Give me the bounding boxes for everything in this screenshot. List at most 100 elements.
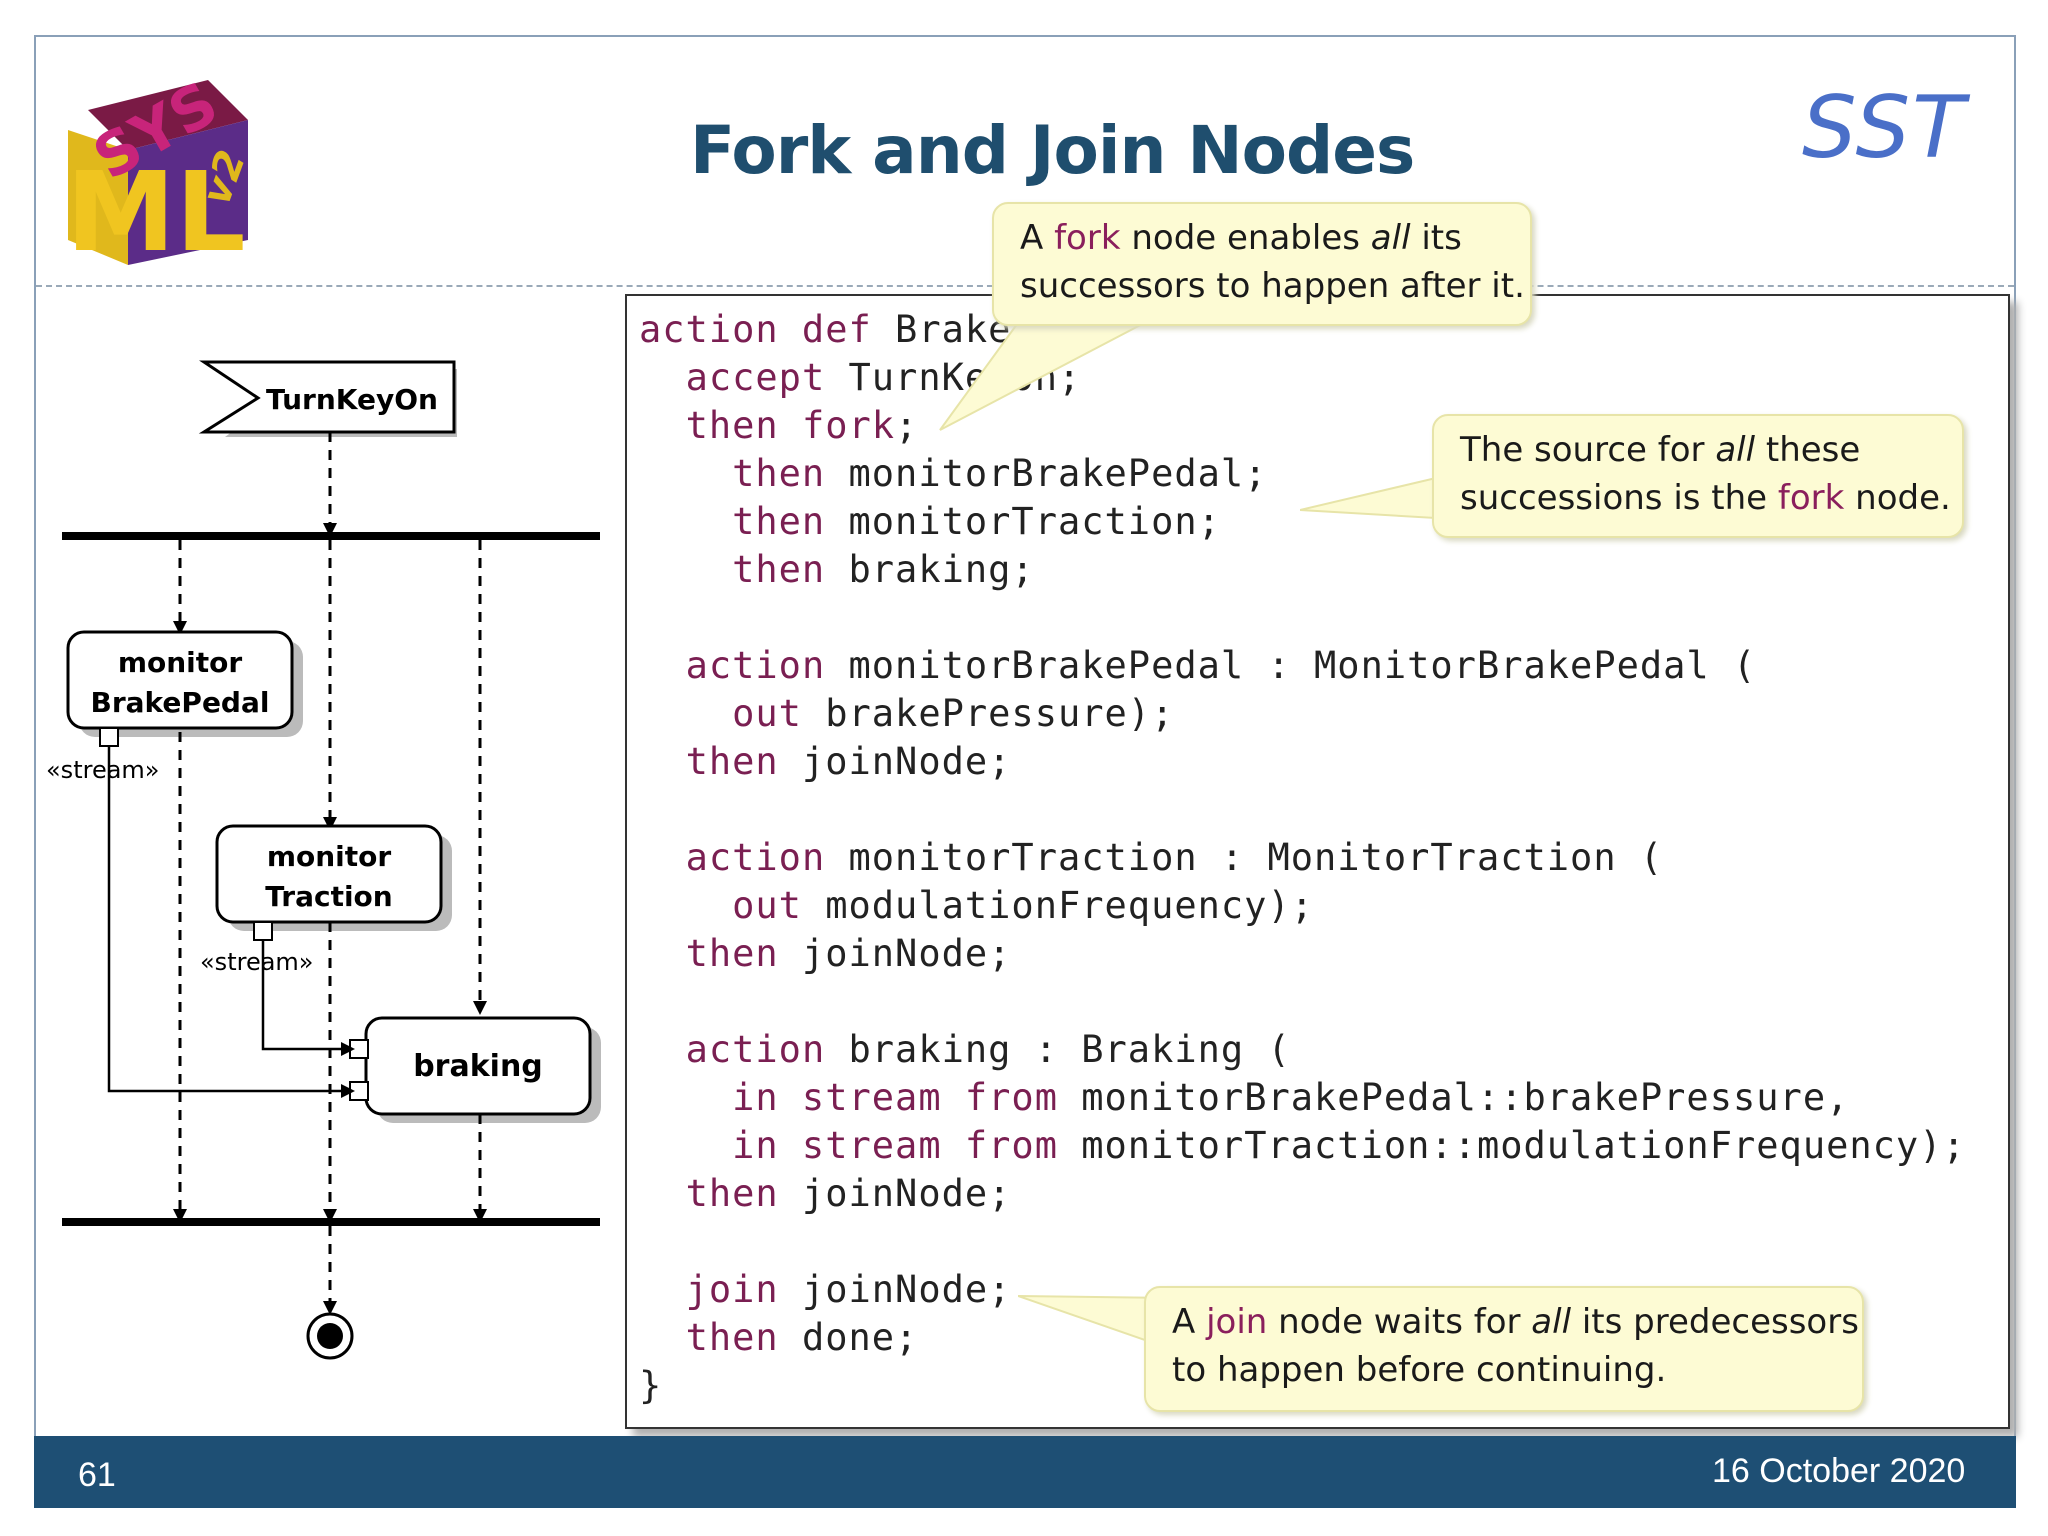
code-line: out modulationFrequency); bbox=[639, 884, 1314, 927]
action2-line1: monitor bbox=[267, 840, 392, 873]
code-line: action def Brake { bbox=[639, 308, 1058, 351]
code-token: joinNode; bbox=[778, 740, 1012, 783]
code-keyword: then bbox=[732, 500, 826, 543]
source-callout-line2-pre: successions is the bbox=[1460, 478, 1778, 518]
action1-line1: monitor bbox=[118, 646, 243, 679]
code-keyword: join bbox=[685, 1268, 779, 1311]
code-token: done; bbox=[778, 1316, 919, 1359]
fork-bar bbox=[62, 532, 600, 540]
join-callout-keyword: join bbox=[1206, 1302, 1268, 1342]
code-token bbox=[639, 884, 732, 927]
code-token: brakePressure); bbox=[801, 692, 1175, 735]
input-pin-1 bbox=[349, 1039, 369, 1059]
code-token: monitorBrakePedal : MonitorBrakePedal ( bbox=[825, 644, 1757, 687]
code-token bbox=[639, 836, 686, 879]
fork-callout-line2: successors to happen after it. bbox=[1020, 266, 1525, 306]
code-token bbox=[639, 1268, 686, 1311]
code-keyword: in stream from bbox=[732, 1076, 1058, 1119]
code-line: then monitorTraction; bbox=[639, 500, 1221, 543]
code-token bbox=[639, 740, 686, 783]
action-monitor-traction: monitor Traction bbox=[215, 824, 452, 931]
code-line: in stream from monitorBrakePedal::brakeP… bbox=[639, 1076, 1849, 1119]
code-keyword: action bbox=[685, 644, 826, 687]
action-braking: braking bbox=[364, 1016, 601, 1123]
code-line: join joinNode; bbox=[639, 1268, 1011, 1311]
output-pin-brake-pressure bbox=[99, 727, 119, 747]
code-token: } bbox=[639, 1364, 663, 1407]
code-token bbox=[639, 1028, 686, 1071]
code-line: then joinNode; bbox=[639, 1172, 1011, 1215]
code-token bbox=[639, 644, 686, 687]
code-token bbox=[639, 932, 686, 975]
code-token: monitorTraction::modulationFrequency); bbox=[1057, 1124, 1966, 1167]
code-token: joinNode; bbox=[778, 932, 1012, 975]
fork-callout-pre: A bbox=[1020, 218, 1055, 258]
code-line: } bbox=[639, 1364, 662, 1407]
code-line: action monitorTraction : MonitorTraction… bbox=[639, 836, 1663, 879]
code-token bbox=[639, 1172, 686, 1215]
code-line: then monitorBrakePedal; bbox=[639, 452, 1267, 495]
source-callout-keyword: fork bbox=[1777, 478, 1845, 518]
code-keyword: in stream from bbox=[732, 1124, 1058, 1167]
stream-label-1: «stream» bbox=[46, 756, 159, 784]
code-keyword: then bbox=[685, 740, 779, 783]
code-line: in stream from monitorTraction::modulati… bbox=[639, 1124, 1966, 1167]
code-line: action braking : Braking ( bbox=[639, 1028, 1291, 1071]
code-keyword: then fork bbox=[685, 404, 896, 447]
join-callout-line2: to happen before continuing. bbox=[1172, 1350, 1667, 1390]
footer-bar bbox=[34, 1436, 2016, 1508]
code-token bbox=[639, 1076, 732, 1119]
logo-ml-text: ML bbox=[66, 148, 246, 270]
fork-callout-post: its bbox=[1410, 218, 1462, 258]
code-token bbox=[639, 1124, 732, 1167]
join-bar bbox=[62, 1218, 600, 1226]
accept-event-label: TurnKeyOn bbox=[266, 383, 438, 416]
join-callout-post: its predecessors bbox=[1571, 1302, 1859, 1342]
code-token: monitorBrakePedal; bbox=[825, 452, 1268, 495]
code-keyword: then bbox=[732, 452, 826, 495]
source-callout-pre: The source for bbox=[1460, 430, 1716, 470]
fork-callout: A fork node enables all its successors t… bbox=[992, 202, 1532, 326]
code-line: action monitorBrakePedal : MonitorBrakeP… bbox=[639, 644, 1756, 687]
join-callout-italic: all bbox=[1531, 1302, 1572, 1342]
code-token: monitorTraction; bbox=[825, 500, 1221, 543]
code-token bbox=[639, 1316, 686, 1359]
code-line: then braking; bbox=[639, 548, 1035, 591]
fork-callout-keyword: fork bbox=[1054, 218, 1121, 258]
code-keyword: then bbox=[685, 932, 779, 975]
action-monitor-brake-pedal: monitor BrakePedal bbox=[66, 630, 303, 737]
code-keyword: then bbox=[685, 1172, 779, 1215]
brand-label: SST bbox=[1802, 78, 1967, 178]
code-text: action def Brake { accept TurnKeyOn; the… bbox=[639, 306, 1966, 1410]
source-callout-post: these bbox=[1755, 430, 1861, 470]
code-keyword: accept bbox=[685, 356, 826, 399]
action1-line2: BrakePedal bbox=[91, 686, 270, 719]
action3-label: braking bbox=[413, 1049, 543, 1084]
code-keyword: then bbox=[732, 548, 826, 591]
fork-callout-pointer bbox=[939, 319, 1151, 431]
code-token bbox=[639, 692, 732, 735]
code-token: monitorBrakePedal::brakePressure, bbox=[1057, 1076, 1850, 1119]
fork-callout-mid: node enables bbox=[1120, 218, 1371, 258]
slide-date: 16 October 2020 bbox=[1712, 1452, 1966, 1490]
code-keyword: action def bbox=[639, 308, 872, 351]
source-callout: The source for all these successions is … bbox=[1432, 414, 1964, 538]
code-token: joinNode; bbox=[778, 1268, 1012, 1311]
source-callout-italic: all bbox=[1715, 430, 1756, 470]
activity-diagram: TurnKeyOn monitor BrakePedal «stream» mo… bbox=[46, 360, 601, 1360]
code-line: then joinNode; bbox=[639, 932, 1011, 975]
activity-final-node bbox=[306, 1312, 354, 1360]
join-callout-pre: A bbox=[1172, 1302, 1207, 1342]
join-callout-pointer bbox=[1018, 1295, 1168, 1350]
code-keyword: then bbox=[685, 1316, 779, 1359]
code-keyword: action bbox=[685, 836, 826, 879]
input-pin-2 bbox=[349, 1081, 369, 1101]
code-token bbox=[639, 548, 732, 591]
code-token: braking; bbox=[825, 548, 1035, 591]
code-line: then done; bbox=[639, 1316, 918, 1359]
join-callout-mid: node waits for bbox=[1267, 1302, 1532, 1342]
action2-line2: Traction bbox=[265, 880, 392, 913]
output-pin-modulation-frequency bbox=[253, 921, 273, 941]
code-token: joinNode; bbox=[778, 1172, 1012, 1215]
fork-callout-italic: all bbox=[1370, 218, 1411, 258]
